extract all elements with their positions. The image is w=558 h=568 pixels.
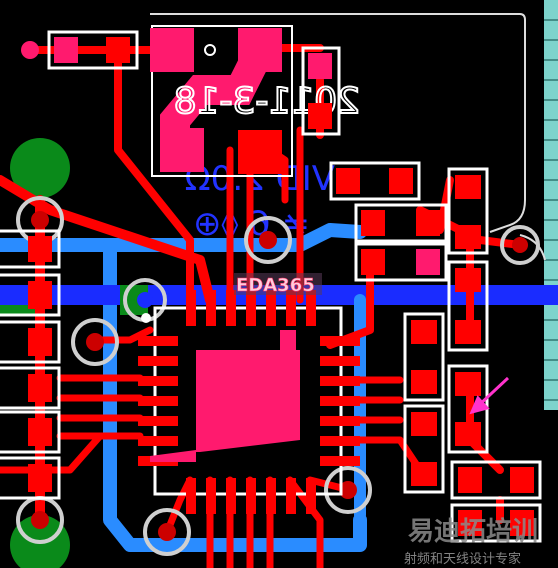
via [71, 318, 119, 366]
watermark-sub: 射频和天线设计专家 [404, 551, 521, 567]
via [143, 508, 191, 556]
via [324, 466, 372, 514]
left-column-parts [0, 229, 61, 500]
via [500, 225, 540, 265]
board-label: EDA365 [234, 273, 322, 296]
qfn-ic [138, 290, 360, 514]
mirrored-date: 2011-3-18 [174, 81, 360, 122]
board-edge-strip [544, 0, 558, 410]
resistor-pair [354, 203, 448, 282]
green-pads [0, 138, 148, 568]
via [244, 216, 292, 264]
right-column-parts [403, 167, 542, 543]
board-label-text: EDA365 [236, 275, 315, 296]
watermark-main: 易迪拓培训 [408, 517, 538, 547]
resistor-vertical-top [301, 46, 341, 136]
pin1-dot-icon [204, 44, 216, 56]
resistor-mid-right [329, 161, 421, 201]
resistor-top-left [47, 30, 139, 70]
arrow-icon [469, 376, 510, 415]
watermark: 易迪拓培训 射频和天线设计专家 [404, 517, 538, 567]
